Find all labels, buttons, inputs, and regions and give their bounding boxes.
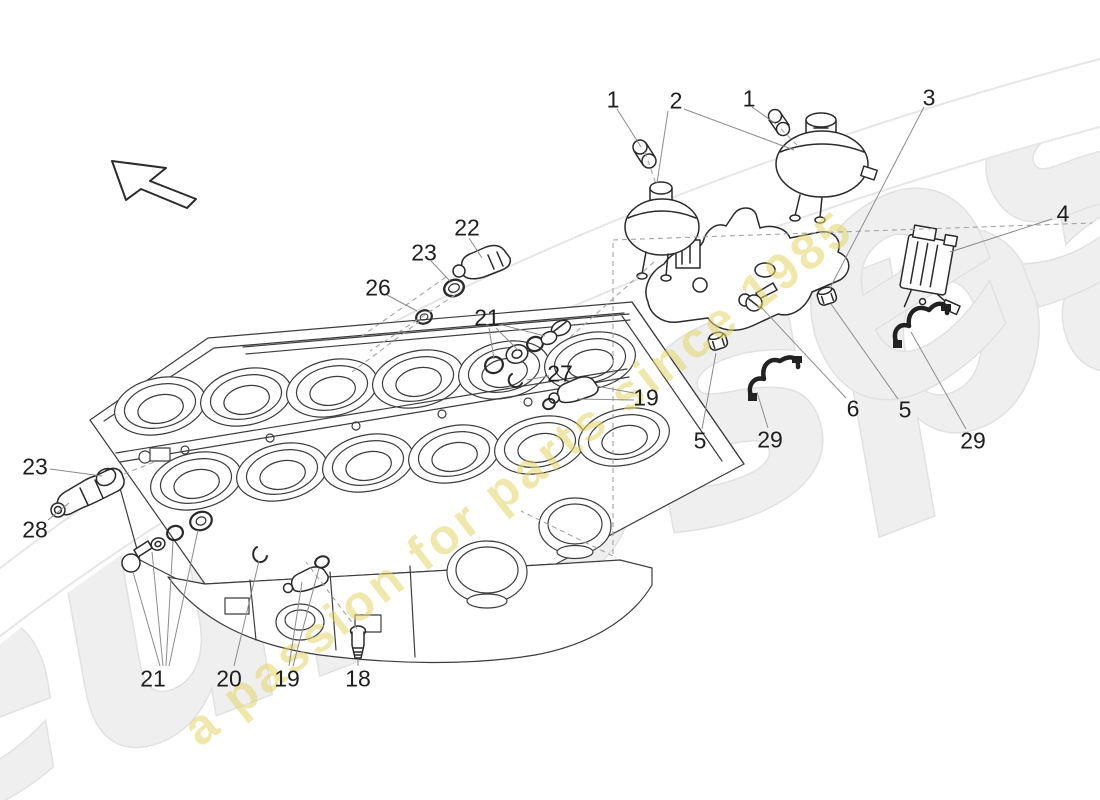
intake-trumpet <box>372 349 464 409</box>
dashed-guide-line <box>369 294 456 352</box>
leader-line-1 <box>751 106 777 125</box>
leader-line-23 <box>49 468 103 477</box>
callout-18: 18 <box>345 665 371 691</box>
rubber-bushing-left <box>707 331 729 351</box>
dashed-guide-line <box>644 151 657 185</box>
intake-trumpet <box>286 358 378 418</box>
dashed-guide-line <box>612 222 1093 241</box>
callout-26: 26 <box>365 274 391 300</box>
leader-line-20 <box>233 560 260 667</box>
sensor-part22 <box>452 244 512 280</box>
leader-line-29 <box>910 331 967 430</box>
leader-line-21 <box>165 540 174 667</box>
clip-20 <box>252 546 268 564</box>
leader-line-28 <box>47 502 70 521</box>
intake-trumpets <box>114 331 670 511</box>
intake-trumpet <box>408 424 500 484</box>
intake-trumpet <box>494 415 586 475</box>
retaining-clip-left <box>632 139 657 169</box>
leader-line-23 <box>430 260 451 282</box>
fastener-group-21-bottom <box>121 510 213 573</box>
callout-1: 1 <box>743 85 756 111</box>
callout-19: 19 <box>274 665 300 691</box>
callout-6: 6 <box>847 395 860 421</box>
leader-line-22 <box>468 237 483 259</box>
direction-arrow-icon <box>111 160 197 209</box>
leader-line-3 <box>829 106 925 289</box>
leader-line-6 <box>760 306 847 399</box>
leader-line-21 <box>132 571 161 667</box>
intake-trumpet <box>114 376 206 436</box>
callout-23: 23 <box>22 453 48 479</box>
leader-line-19 <box>595 385 635 394</box>
callout-29: 29 <box>757 426 783 452</box>
leader-line-19 <box>576 398 635 401</box>
callout-27: 27 <box>547 360 573 386</box>
clip-27 <box>507 373 523 388</box>
dashed-guide-line <box>780 128 798 146</box>
vacuum-hose-right <box>892 301 951 348</box>
intake-trumpet <box>150 451 242 511</box>
vacuum-hose-left <box>747 355 802 401</box>
rail-end-fitting <box>138 447 171 464</box>
callout-4: 4 <box>1057 200 1070 226</box>
seal-group-21-center <box>484 319 572 375</box>
intake-trumpet <box>236 442 328 502</box>
leader-line-2 <box>683 108 795 151</box>
vacuum-actuator-left <box>624 181 700 282</box>
under-vacuum-dome-left <box>446 540 528 609</box>
leader-line-26 <box>386 294 418 312</box>
sensor-19-bottom <box>282 555 330 594</box>
callout-leader-lines <box>47 106 1053 667</box>
o-ring-23-center <box>443 278 465 298</box>
leader-line-19 <box>288 581 303 667</box>
callout-2: 2 <box>670 87 683 113</box>
dashed-guide-line <box>361 276 447 337</box>
leader-line-4 <box>949 218 1053 253</box>
leader-line-27 <box>526 375 550 381</box>
dashed-guide-line <box>520 510 614 557</box>
callout-1: 1 <box>607 86 620 112</box>
leader-line-21 <box>168 529 199 667</box>
callout-29: 29 <box>960 427 986 453</box>
callout-3: 3 <box>923 84 936 110</box>
bolt-18 <box>349 625 367 659</box>
callout-5: 5 <box>694 427 707 453</box>
dashed-guide-line <box>565 261 655 342</box>
rubber-bushing-right <box>816 286 838 306</box>
callout-28: 28 <box>22 516 48 542</box>
callout-22: 22 <box>454 214 480 240</box>
detached-parts-layer <box>50 108 961 659</box>
leader-line-29 <box>756 391 769 429</box>
vacuum-actuator-right <box>775 112 878 224</box>
leader-line-5 <box>701 352 717 430</box>
leader-line-19 <box>292 567 320 667</box>
sensor-19-center <box>542 376 599 411</box>
screw-part6 <box>745 282 778 312</box>
callout-20: 20 <box>216 665 242 691</box>
leader-line-5 <box>830 303 899 400</box>
leader-line-21 <box>488 327 495 360</box>
throttle-body-assembly <box>89 301 745 664</box>
leader-line-21 <box>151 551 164 667</box>
callout-21: 21 <box>140 665 166 691</box>
callout-21: 21 <box>474 304 500 330</box>
retaining-clip-right <box>767 108 791 137</box>
callout-23: 23 <box>411 239 437 265</box>
leader-line-1 <box>616 108 642 148</box>
callout-19: 19 <box>633 384 659 410</box>
intake-trumpet <box>322 433 414 493</box>
leader-line-2 <box>656 110 669 184</box>
callout-5: 5 <box>899 396 912 422</box>
leader-line-21 <box>501 324 546 337</box>
sensor-28 <box>50 467 125 518</box>
leader-line-21 <box>495 327 519 351</box>
intake-trumpet <box>200 367 292 427</box>
